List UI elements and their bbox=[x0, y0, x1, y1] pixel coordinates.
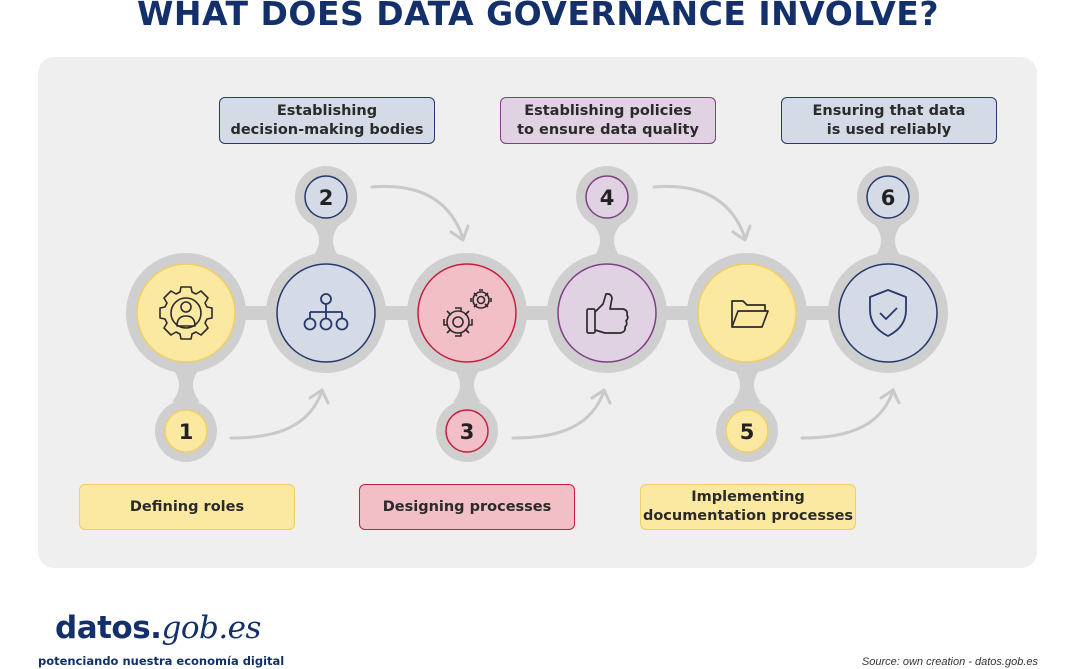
thumbs-up-icon bbox=[586, 292, 629, 334]
step-1-label: Defining roles bbox=[79, 484, 295, 530]
step-6-label: Ensuring that data is used reliably bbox=[781, 97, 997, 144]
step-6-number: 6 bbox=[881, 186, 896, 210]
step-2-label: Establishing decision-making bodies bbox=[219, 97, 435, 144]
step-5-label: Implementing documentation processes bbox=[640, 484, 856, 530]
arrow-3-to-4 bbox=[511, 388, 612, 440]
org-chart-icon bbox=[303, 293, 349, 331]
logo-tagline: potenciando nuestra economía digital bbox=[38, 654, 285, 668]
arrow-2-to-3 bbox=[370, 184, 470, 242]
arrow-1-to-2 bbox=[229, 388, 330, 440]
gear-person-icon bbox=[159, 286, 213, 340]
gears-icon bbox=[443, 289, 492, 337]
logo-text-main: datos. bbox=[55, 610, 162, 646]
stems bbox=[172, 224, 902, 402]
folder-icon bbox=[731, 300, 769, 328]
arrow-4-to-5 bbox=[652, 184, 752, 242]
datos-gob-logo: datos.gob.es bbox=[55, 610, 261, 646]
step-3-number: 3 bbox=[460, 420, 475, 444]
logo-text-domain: gob.es bbox=[161, 610, 261, 646]
page-title: WHAT DOES DATA GOVERNANCE INVOLVE? bbox=[137, 0, 939, 33]
step-3-label: Designing processes bbox=[359, 484, 575, 530]
number-circles bbox=[155, 166, 919, 462]
source-note: Source: own creation - datos.gob.es bbox=[861, 656, 1038, 668]
step-2-number: 2 bbox=[319, 186, 334, 210]
step-4-label: Establishing policies to ensure data qua… bbox=[500, 97, 716, 144]
step-4-number: 4 bbox=[600, 186, 615, 210]
big-circles bbox=[126, 253, 948, 373]
shield-check-icon bbox=[869, 289, 907, 337]
step-5-number: 5 bbox=[740, 420, 755, 444]
arrow-5-to-6 bbox=[800, 388, 901, 440]
step-1-number: 1 bbox=[179, 420, 194, 444]
